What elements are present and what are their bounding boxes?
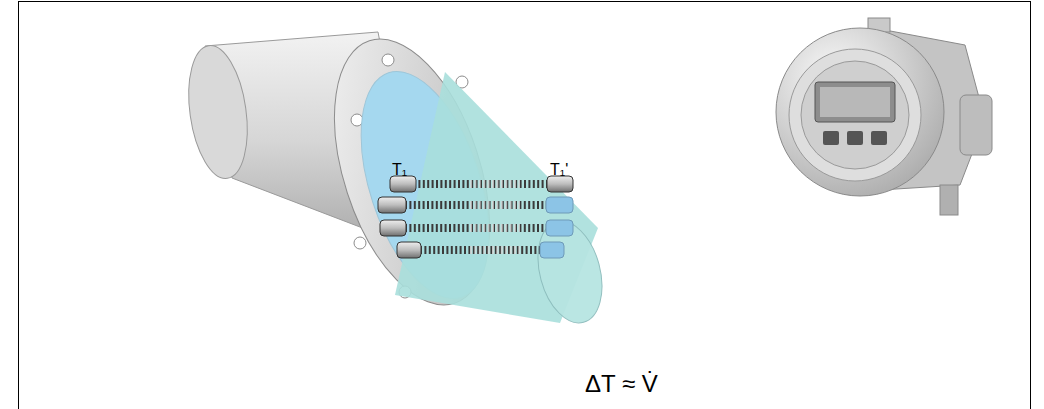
flow-tube xyxy=(336,56,612,330)
sensor-label: T₁' xyxy=(550,162,568,178)
formula: ΔT ≈ V̇ xyxy=(585,372,658,396)
frame xyxy=(19,2,1031,409)
sensor-coils-faded xyxy=(470,184,520,250)
temperature-sensor xyxy=(540,176,573,258)
transmitter-head xyxy=(776,18,992,215)
sensor-label: T₁ xyxy=(392,162,407,178)
temperature-sensor xyxy=(378,176,421,258)
sensor-coils xyxy=(405,184,548,250)
